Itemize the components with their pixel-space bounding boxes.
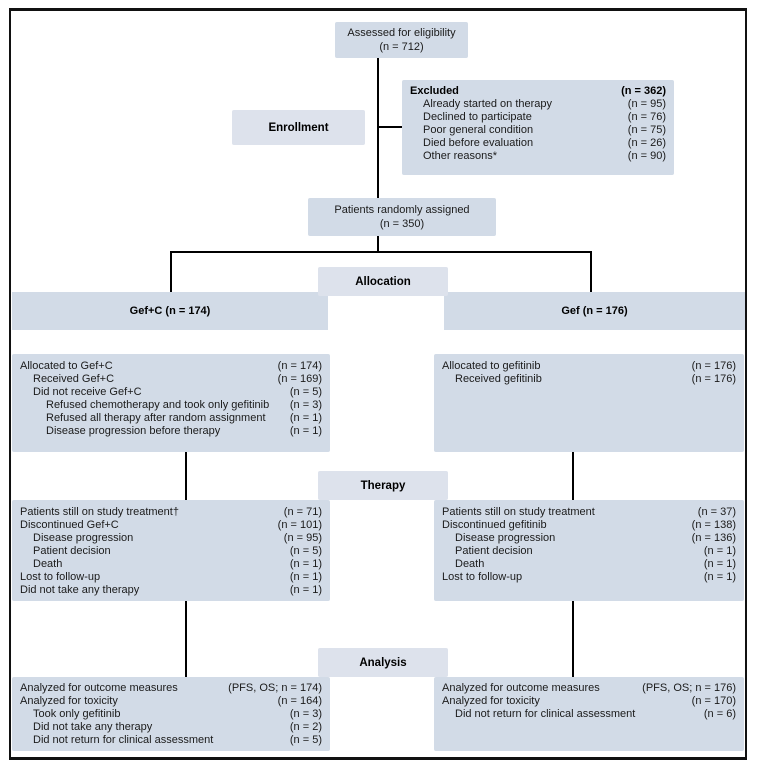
flow-row: Analyzed for outcome measures(PFS, OS; n… [442,682,736,694]
flow-row: Disease progression before therapy(n = 1… [46,425,322,437]
flow-row: Allocated to gefitinib(n = 176) [442,360,736,372]
flow-row: Did not take any therapy(n = 2) [33,721,322,733]
flow-row: Received Gef+C(n = 169) [33,373,322,385]
stage-label-therapy: Therapy [318,471,448,500]
flow-row: Discontinued Gef+C(n = 101) [20,519,322,531]
connector-branch-left [170,251,172,292]
therapy-right-box: Patients still on study treatment(n = 37… [434,500,744,601]
connector-branch-horizontal [170,251,592,253]
flow-row: Disease progression(n = 95) [33,532,322,544]
flow-row: Did not return for clinical assessment(n… [33,734,322,746]
stage-label-allocation: Allocation [318,267,448,296]
randomized-count: (n = 350) [379,218,425,230]
arm-header-right: Gef (n = 176) [444,292,745,330]
flow-row: Analyzed for outcome measures(PFS, OS; n… [20,682,322,694]
flow-row: Death(n = 1) [33,558,322,570]
connector-to-excluded [378,126,403,128]
flow-row: Analyzed for toxicity(n = 164) [20,695,322,707]
flow-row: Excluded(n = 362) [410,85,666,97]
flow-row: Received gefitinib(n = 176) [455,373,736,385]
flow-row: Died before evaluation(n = 26) [423,137,666,149]
assessed-count: (n = 712) [379,41,424,53]
flow-row: Did not return for clinical assessment(n… [455,708,736,720]
flow-row: Did not take any therapy(n = 1) [20,584,322,596]
flow-row: Patients still on study treatment(n = 37… [442,506,736,518]
flow-row: Lost to follow-up(n = 1) [442,571,736,583]
connector-alloc-therapy-left [185,452,187,500]
randomized-line1: Patients randomly assigned [334,204,470,216]
connector-therapy-analysis-right [572,601,574,677]
connector-therapy-analysis-left [185,601,187,677]
connector-alloc-therapy-right [572,452,574,500]
flow-row: Poor general condition(n = 75) [423,124,666,136]
flow-row: Declined to participate(n = 76) [423,111,666,123]
flow-row: Patient decision(n = 1) [455,545,736,557]
assessed-line1: Assessed for eligibility [347,27,456,39]
analysis-right-box: Analyzed for outcome measures(PFS, OS; n… [434,677,744,751]
flow-row: Lost to follow-up(n = 1) [20,571,322,583]
analysis-left-box: Analyzed for outcome measures(PFS, OS; n… [12,677,330,751]
flow-row: Death(n = 1) [455,558,736,570]
allocation-right-box: Allocated to gefitinib(n = 176) Received… [434,354,744,452]
connector-branch-right [590,251,592,292]
flow-row: Analyzed for toxicity(n = 170) [442,695,736,707]
flow-row: Already started on therapy(n = 95) [423,98,666,110]
therapy-left-box: Patients still on study treatment†(n = 7… [12,500,330,601]
flow-row: Discontinued gefitinib(n = 138) [442,519,736,531]
flow-row: Refused chemotherapy and took only gefit… [46,399,322,411]
flow-row: Other reasons*(n = 90) [423,150,666,162]
connector-randomized-down [377,236,379,253]
flow-row: Did not receive Gef+C(n = 5) [33,386,322,398]
flow-row: Disease progression(n = 136) [455,532,736,544]
arm-header-left: Gef+C (n = 174) [12,292,328,330]
flow-row: Refused all therapy after random assignm… [46,412,322,424]
allocation-left-box: Allocated to Gef+C(n = 174) Received Gef… [12,354,330,452]
flow-row: Allocated to Gef+C(n = 174) [20,360,322,372]
stage-label-analysis: Analysis [318,648,448,677]
excluded-box: Excluded(n = 362) Already started on the… [402,80,674,175]
flow-row: Took only gefitinib(n = 3) [33,708,322,720]
flow-row: Patients still on study treatment†(n = 7… [20,506,322,518]
stage-label-enrollment: Enrollment [232,110,365,145]
assessed-box: Assessed for eligibility (n = 712) [335,22,468,58]
flow-row: Patient decision(n = 5) [33,545,322,557]
randomized-box: Patients randomly assigned (n = 350) [308,198,496,236]
connector-assessed-to-randomized [377,58,379,198]
